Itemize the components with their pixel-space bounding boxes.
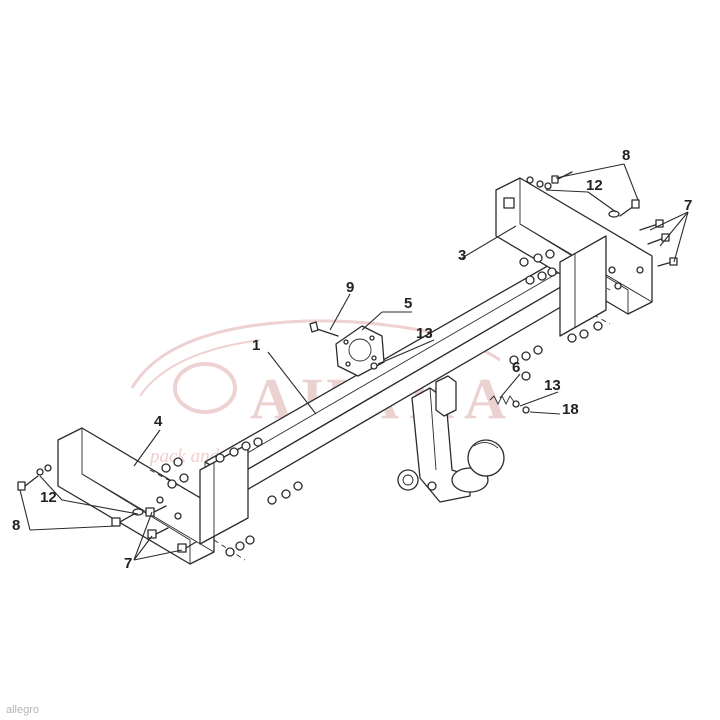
callout-12-left: 12 xyxy=(40,489,57,506)
right-bracket xyxy=(495,177,653,337)
callout-18: 18 xyxy=(562,401,579,418)
left-fasteners xyxy=(17,437,303,557)
callout-6: 6 xyxy=(512,359,520,376)
callout-13-spring: 13 xyxy=(544,377,561,394)
callout-8-right: 8 xyxy=(622,147,630,164)
leader-lines xyxy=(19,163,689,561)
callout-1: 1 xyxy=(252,337,260,354)
callout-13-plate: 13 xyxy=(416,325,433,342)
tow-ball-neck xyxy=(397,375,505,503)
callout-5: 5 xyxy=(404,295,412,312)
callout-labels: 1 3 4 5 6 7 7 8 8 9 12 12 13 13 18 xyxy=(12,147,692,572)
socket-bolt xyxy=(309,321,339,337)
left-bracket xyxy=(57,427,249,565)
callout-8-left: 8 xyxy=(12,517,20,534)
washer-13-plate xyxy=(370,362,378,370)
right-fasteners xyxy=(509,171,678,381)
callout-3: 3 xyxy=(458,247,466,264)
callout-12-right: 12 xyxy=(586,177,603,194)
callout-7-right: 7 xyxy=(684,197,692,214)
callout-7-left: 7 xyxy=(124,555,132,572)
corner-logo: allegro xyxy=(6,704,40,716)
callout-4: 4 xyxy=(154,413,163,430)
callout-9: 9 xyxy=(346,279,354,296)
